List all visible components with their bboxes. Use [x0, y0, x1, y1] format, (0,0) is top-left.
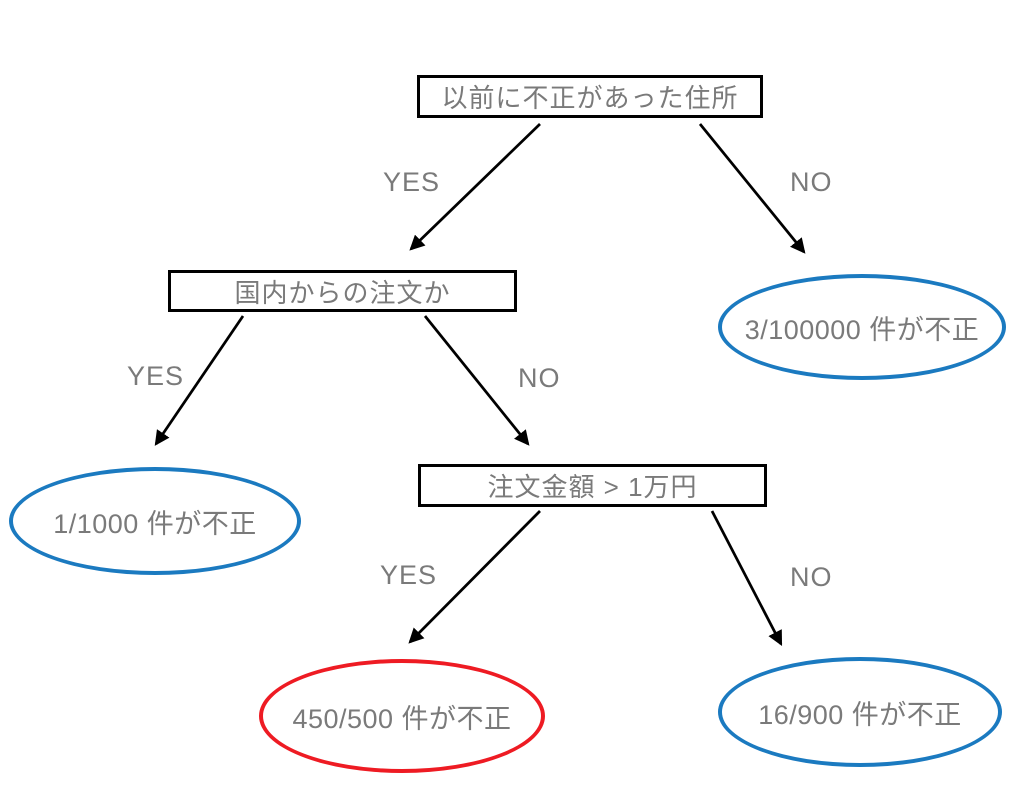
leaf-node-domestic-yes: 1/1000 件が不正 [9, 467, 301, 575]
edge-label-amount-yes: YES [380, 560, 438, 590]
decision-node-order-amount: 注文金額 > 1万円 [418, 464, 767, 507]
arrow-root-yes [409, 123, 541, 251]
leaf-node-root-no: 3/100000 件が不正 [718, 274, 1006, 380]
arrow-amount-no [710, 510, 783, 647]
edge-label-domestic-yes: YES [127, 361, 185, 391]
arrow-amount-yes [408, 510, 541, 644]
edge-label-domestic-no: NO [518, 363, 561, 393]
decision-node-domestic-order: 国内からの注文か [168, 270, 517, 312]
arrow-domestic-yes [154, 315, 245, 446]
decision-node-fraud-address: 以前に不正があった住所 [417, 75, 763, 118]
leaf-node-amount-no: 16/900 件が不正 [718, 657, 1002, 767]
edge-label-amount-no: NO [790, 562, 833, 592]
arrow-domestic-no [423, 315, 530, 446]
arrow-root-no [698, 123, 806, 254]
edge-label-root-yes: YES [383, 167, 441, 197]
edge-label-root-no: NO [790, 167, 833, 197]
leaf-node-amount-yes: 450/500 件が不正 [259, 659, 545, 773]
